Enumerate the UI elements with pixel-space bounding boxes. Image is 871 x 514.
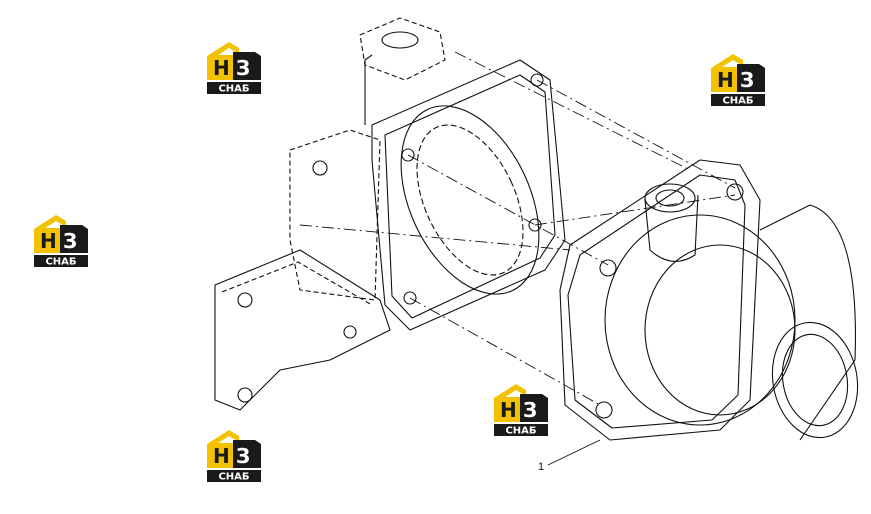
svg-text:Н: Н	[717, 68, 734, 92]
svg-text:Н: Н	[213, 444, 230, 468]
svg-text:СНАБ: СНАБ	[45, 257, 76, 268]
callout-label-1: 1	[538, 461, 545, 473]
svg-text:СНАБ: СНАБ	[218, 84, 249, 95]
svg-text:З: З	[63, 229, 77, 253]
svg-text:З: З	[523, 398, 537, 422]
center-lines	[299, 51, 736, 406]
bracket-housing-part	[214, 17, 566, 411]
svg-text:Н: Н	[500, 398, 517, 422]
svg-text:З: З	[236, 56, 250, 80]
svg-text:СНАБ: СНАБ	[505, 426, 536, 437]
svg-text:Н: Н	[40, 229, 57, 253]
svg-text:СНАБ: СНАБ	[218, 472, 249, 483]
callout-leader-line	[547, 439, 601, 466]
svg-text:З: З	[740, 68, 754, 92]
pump-housing-part	[559, 159, 859, 441]
svg-text:З: З	[236, 444, 250, 468]
svg-text:Н: Н	[213, 56, 230, 80]
svg-text:СНАБ: СНАБ	[722, 96, 753, 107]
